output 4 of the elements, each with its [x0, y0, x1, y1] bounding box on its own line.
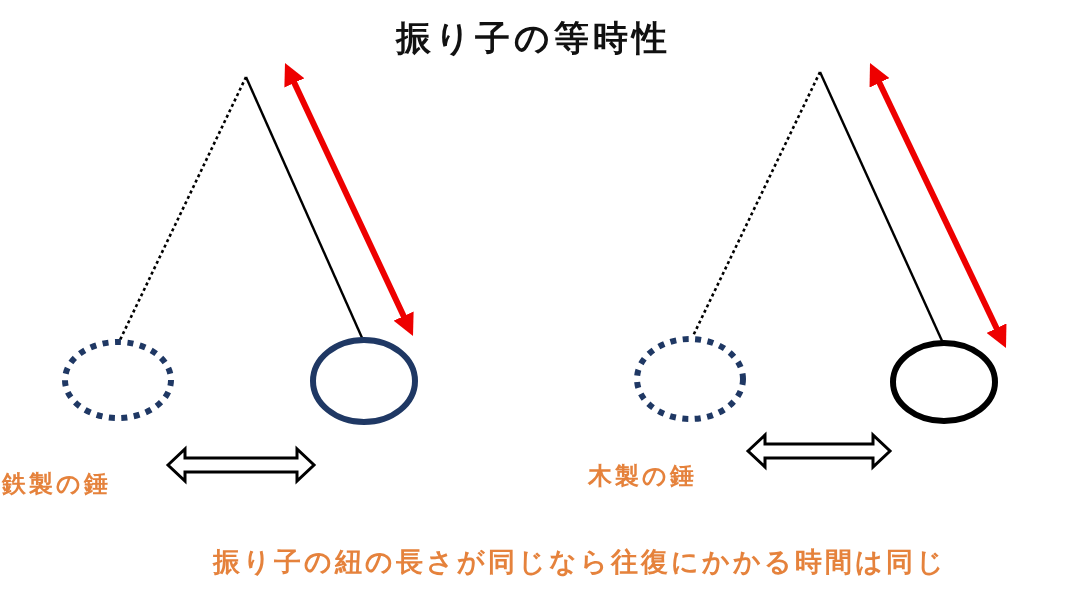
text-label: 木製の錘: [588, 463, 697, 491]
caption: 振り子の紐の長さが同じなら往復にかかる時間は同じ: [213, 546, 947, 578]
text-label: 鉄製の錘: [2, 471, 111, 499]
title: 振り子の等時性: [395, 18, 671, 59]
